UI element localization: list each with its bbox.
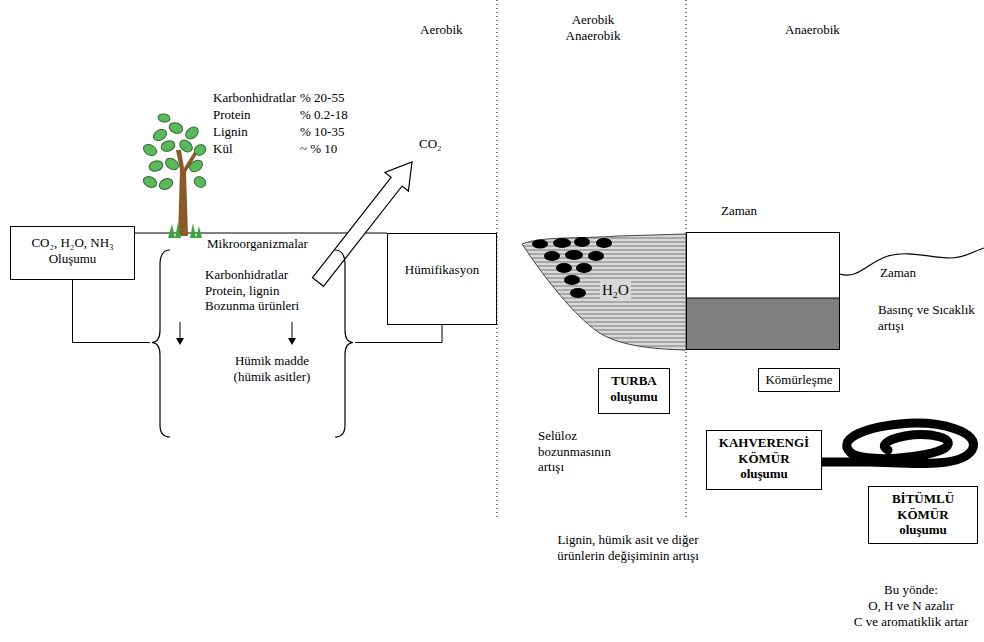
node-text: TURBA — [603, 373, 665, 389]
text-label: Lignin — [213, 124, 248, 140]
text-label: Karbonhidratlar — [213, 90, 296, 106]
text-label: ~ % 10 — [300, 141, 337, 157]
node-text: KAHVERENGİ KÖMÜR — [711, 435, 817, 466]
text-label: Aerobik — [420, 22, 463, 38]
text-label: % 10-35 — [300, 124, 344, 140]
node-text: H₂O — [600, 281, 631, 299]
text-label: C ve aromatiklik artar — [841, 614, 981, 630]
node-text: Kömürleşme — [763, 372, 835, 388]
process-box: Hümifikasyon — [387, 233, 497, 325]
bracket-group: Karbonhidratlar Protein, lignin Bozunma … — [150, 245, 355, 440]
text-label: Mikroorganizmalar — [207, 236, 308, 252]
node-text: Hümik madde (hümik asitler) — [220, 353, 324, 384]
tree-icon — [141, 113, 207, 238]
text-label: % 0.2-18 — [300, 107, 348, 123]
text-label: Aerobik Anaerobik — [553, 12, 633, 43]
text-label: Selüloz bozunmasının artışı — [538, 428, 626, 475]
text-label: Lignin, hümik asit ve diğer ürünlerin de… — [548, 532, 708, 563]
product-box: CO₂, H₂O, NH₃Oluşumu — [10, 226, 135, 280]
peat-shape: H₂O — [518, 232, 686, 352]
text-label: Kül — [213, 141, 233, 157]
stage-box: BİTÜMLÜ KÖMÜRoluşumu — [868, 486, 978, 544]
node-text: Oluşumu — [15, 251, 130, 267]
text-label: Bu yönde: — [841, 582, 981, 598]
text-label: Basınç ve Sıcaklık artışı — [878, 302, 978, 333]
node-text: CO₂, H₂O, NH₃ — [15, 235, 130, 251]
stage-box: TURBAoluşumu — [598, 368, 670, 414]
node-text: oluşumu — [603, 389, 665, 405]
text-label: CO₂ — [419, 136, 442, 152]
text-label: Protein — [213, 107, 251, 123]
text-label: Anaerobik — [785, 22, 840, 38]
text-label: O, H ve N azalır — [841, 598, 981, 614]
text-label: % 20-55 — [300, 90, 344, 106]
time-box: Zaman — [686, 232, 840, 350]
stage-box: Kömürleşme — [758, 368, 840, 392]
node-text: Zaman — [721, 203, 757, 219]
node-text: BİTÜMLÜ KÖMÜR — [873, 491, 973, 522]
node-text: Karbonhidratlar Protein, lignin Bozunma … — [205, 267, 317, 314]
coal-coil — [822, 423, 973, 463]
text-label: Zaman — [880, 265, 916, 281]
node-text: oluşumu — [873, 522, 973, 538]
stage-box: KAHVERENGİ KÖMÜRoluşumu — [706, 430, 822, 490]
node-text: Hümifikasyon — [392, 262, 492, 278]
node-text: oluşumu — [711, 466, 817, 482]
time-bar — [687, 233, 839, 349]
